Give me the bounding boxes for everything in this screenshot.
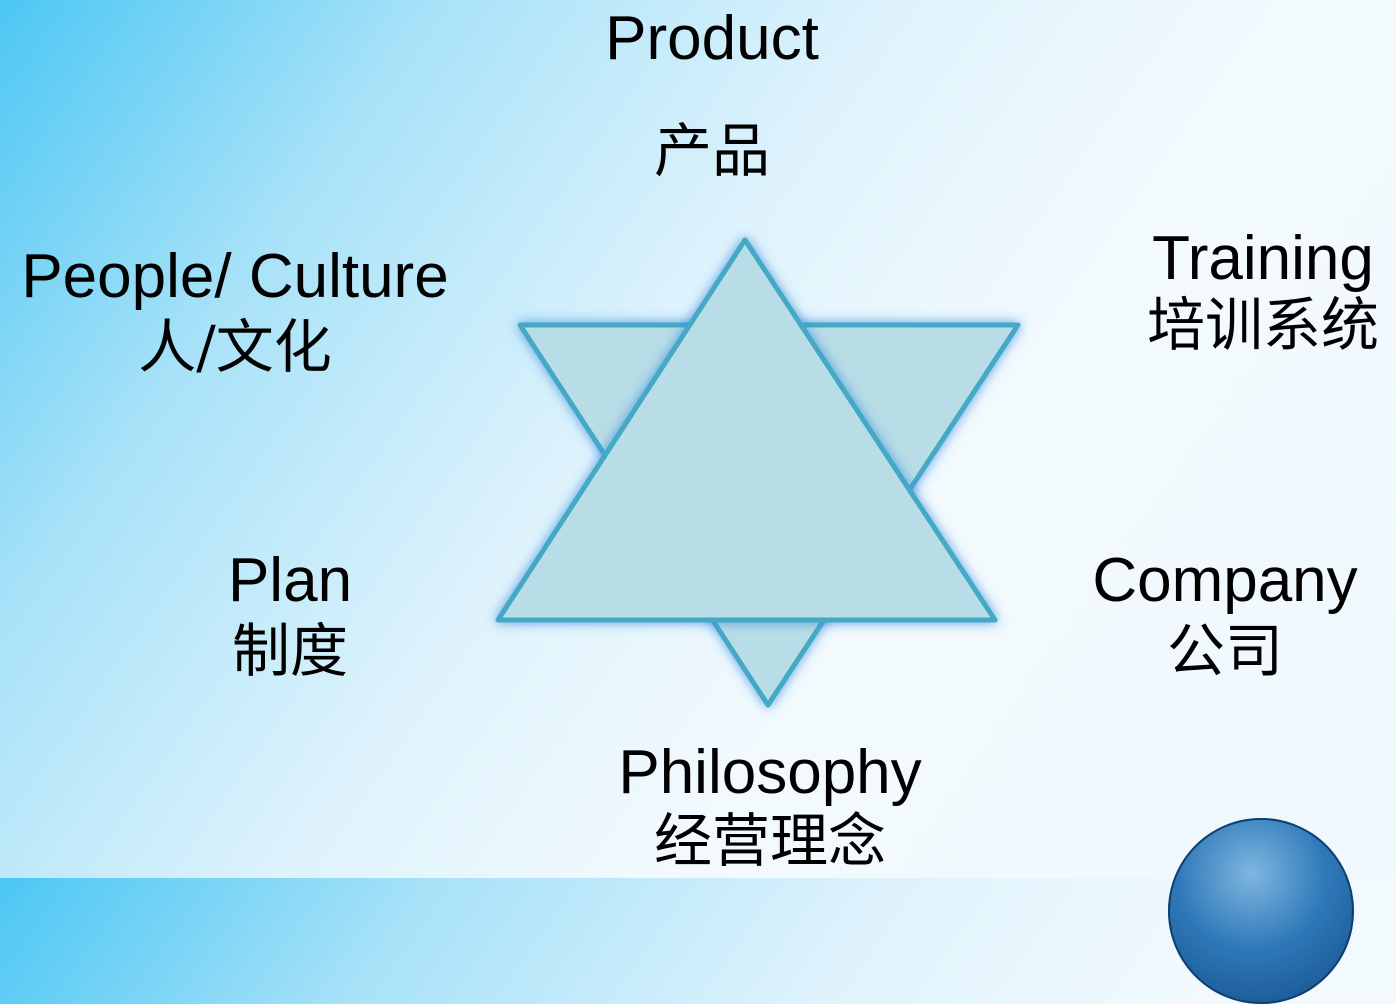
node-company: Company 公司 (1080, 546, 1370, 685)
decorative-sphere (1168, 818, 1354, 1004)
node-people-culture-zh: 人/文化 (138, 313, 332, 381)
node-product-en: Product (605, 4, 819, 73)
node-training-en: Training (1152, 224, 1374, 293)
node-company-zh: 公司 (1166, 617, 1283, 685)
node-plan-zh: 制度 (231, 617, 348, 685)
six-pointed-star (495, 237, 1021, 708)
node-philosophy-en: Philosophy (618, 738, 922, 807)
node-product: Product 产品 (562, 4, 862, 185)
node-training: Training 培训系统 (1130, 224, 1396, 359)
node-training-zh: 培训系统 (1146, 291, 1379, 359)
node-philosophy: Philosophy 经营理念 (590, 738, 950, 875)
node-plan: Plan 制度 (190, 546, 390, 685)
node-philosophy-zh: 经营理念 (653, 807, 886, 875)
node-product-zh: 产品 (653, 117, 770, 185)
node-people-culture-en: People/ Culture (21, 242, 449, 311)
node-company-en: Company (1092, 546, 1358, 615)
node-plan-en: Plan (227, 546, 353, 615)
node-people-culture: People/ Culture 人/文化 (10, 242, 460, 381)
upward-triangle (495, 237, 998, 623)
